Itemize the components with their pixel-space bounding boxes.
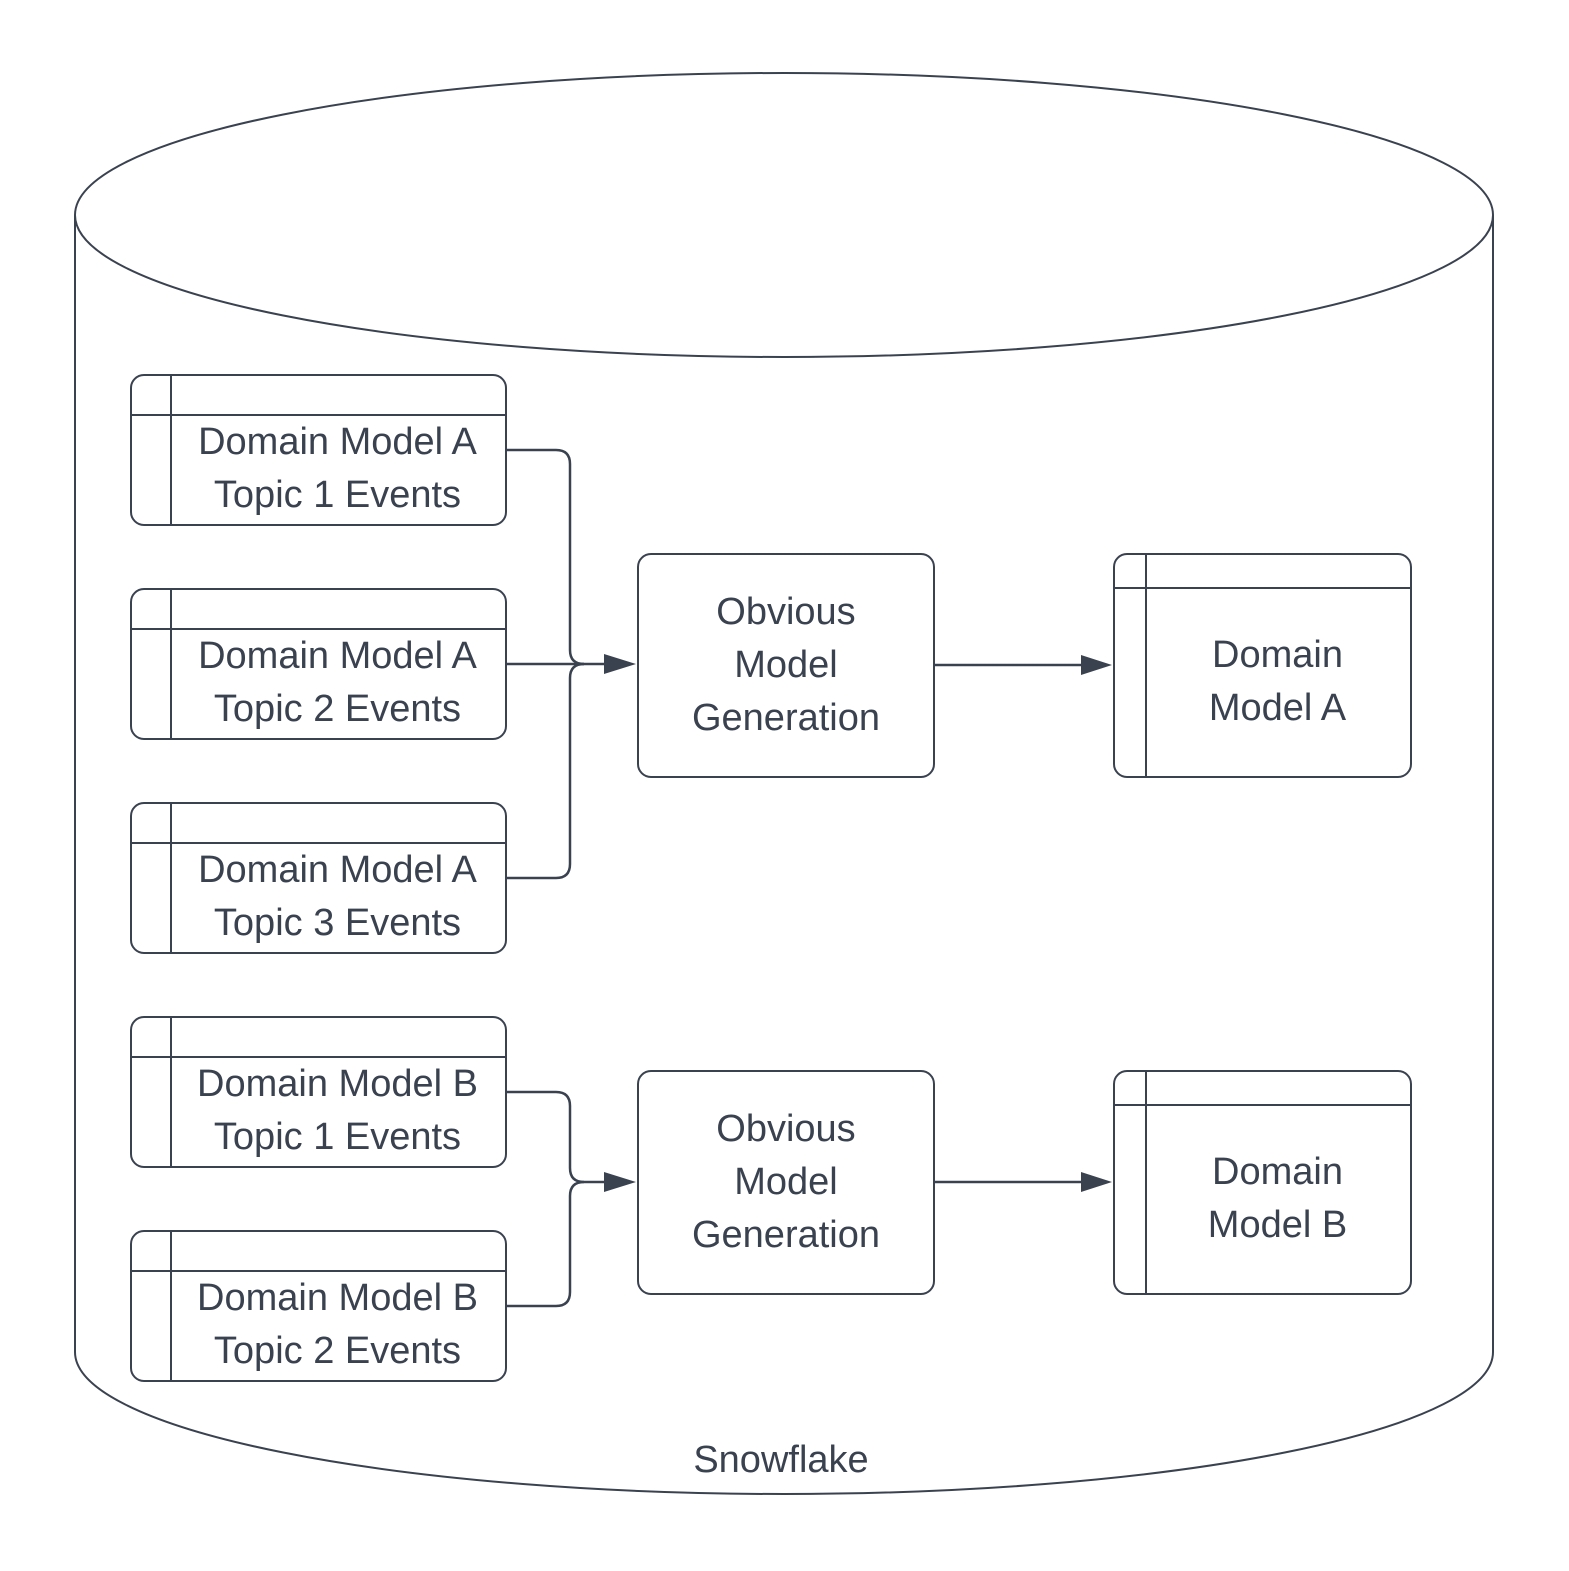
arrowhead-into-omg-a [604,654,636,674]
cylinder-body [74,215,1494,1495]
source-table-a-topic-1: Domain Model A Topic 1 Events [130,374,507,526]
edge-b-topic-1-to-omg-b [507,1090,585,1184]
source-table-a-topic-1-label: Domain Model A Topic 1 Events [198,421,477,516]
table-header-divider [1115,1104,1410,1106]
snowflake-cylinder [74,72,1494,1495]
edges-group-a [507,448,1112,880]
table-column-divider [170,590,172,738]
output-table-domain-model-b-label: Domain Model B [1207,1150,1348,1246]
table-header-divider [132,1056,505,1058]
table-column-divider [1145,555,1147,776]
process-box-omg-b: Obvious Model Generation [637,1070,935,1295]
table-header-divider [132,1270,505,1272]
output-table-domain-model-a-label: Domain Model A [1208,633,1347,729]
source-table-a-topic-2: Domain Model A Topic 2 Events [130,588,507,740]
table-header-divider [132,842,505,844]
edge-a-topic-3-to-omg-a [507,662,585,880]
source-table-a-topic-2-label: Domain Model A Topic 2 Events [198,635,477,730]
source-table-a-topic-3: Domain Model A Topic 3 Events [130,802,507,954]
output-table-domain-model-a: Domain Model A [1113,553,1412,778]
table-column-divider [170,804,172,952]
table-header-divider [1115,587,1410,589]
arrowhead-into-omg-b [604,1172,636,1192]
source-table-a-topic-3-label: Domain Model A Topic 3 Events [198,849,477,944]
edge-a-topic-1-to-omg-a [507,448,585,666]
edge-b-topic-2-to-omg-b [507,1180,585,1308]
table-header-divider [132,628,505,630]
arrowhead-into-domain-model-b [1081,1172,1112,1192]
snowflake-label: Snowflake [693,1438,869,1481]
output-table-domain-model-b: Domain Model B [1113,1070,1412,1295]
source-table-b-topic-1-label: Domain Model B Topic 1 Events [197,1063,478,1158]
arrowhead-into-domain-model-a [1081,655,1112,675]
source-table-b-topic-2: Domain Model B Topic 2 Events [130,1230,507,1382]
process-box-omg-a-label: Obvious Model Generation [691,591,880,739]
process-box-omg-a: Obvious Model Generation [637,553,935,778]
cylinder-top-ellipse [74,72,1494,358]
table-header-divider [132,414,505,416]
table-column-divider [170,1018,172,1166]
edges-group-b [507,1090,1112,1308]
process-box-omg-b-label: Obvious Model Generation [691,1108,880,1256]
table-column-divider [170,1232,172,1380]
source-table-b-topic-1: Domain Model B Topic 1 Events [130,1016,507,1168]
table-column-divider [170,376,172,524]
source-table-b-topic-2-label: Domain Model B Topic 2 Events [197,1277,478,1372]
table-column-divider [1145,1072,1147,1293]
